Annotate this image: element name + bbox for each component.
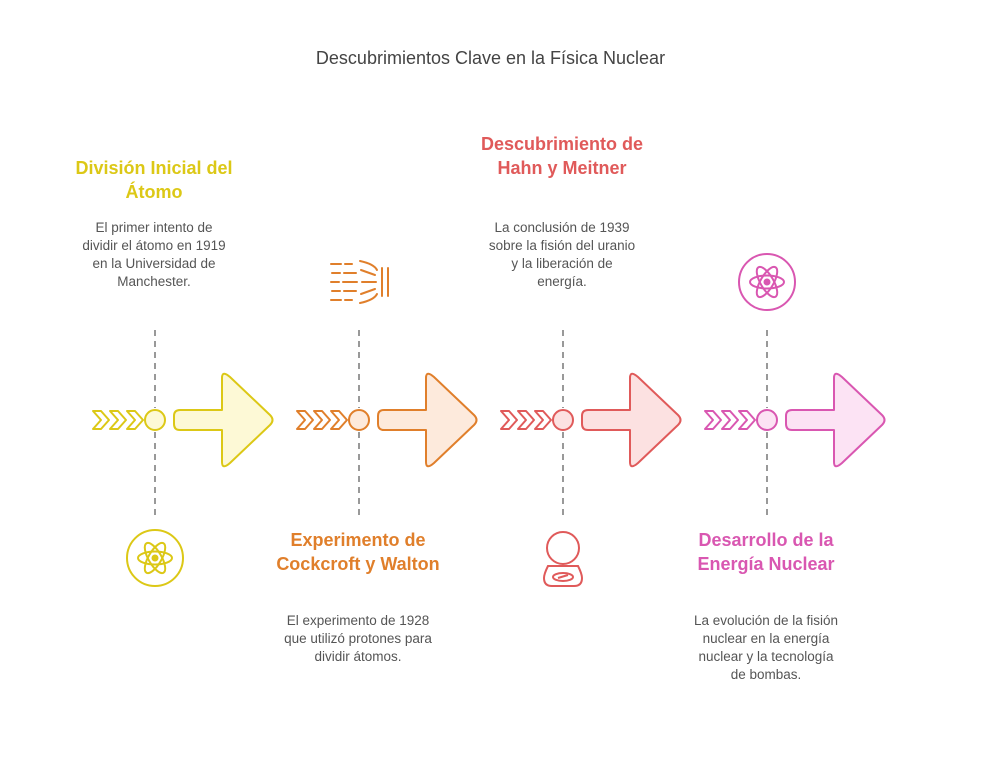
scientist-bust-icon <box>542 531 584 587</box>
step-1-heading: División Inicial del Átomo <box>75 158 233 202</box>
step-3-heading: Descubrimiento de Hahn y Meitner <box>480 134 644 178</box>
step-2-heading: Experimento de Cockcroft y Walton <box>276 530 440 574</box>
atom-icon <box>738 253 796 311</box>
step-1-group <box>92 330 274 587</box>
step-4-chevrons <box>704 410 756 430</box>
step-3-marker <box>552 409 574 431</box>
step-4-marker <box>756 409 778 431</box>
step-2-arrow <box>377 372 478 468</box>
step-3-chevrons <box>500 410 552 430</box>
diagram-title: Descubrimientos Clave en la Física Nucle… <box>315 48 666 68</box>
particle-beam-icon <box>330 260 389 304</box>
step-2-description: El experimento de 1928 que utilizó proto… <box>284 613 432 664</box>
step-3-group <box>500 330 682 587</box>
step-2-marker <box>348 409 370 431</box>
step-1-chevrons <box>92 410 144 430</box>
step-1-marker <box>144 409 166 431</box>
step-2-group <box>296 260 478 515</box>
step-3-arrow <box>581 372 682 468</box>
step-4-description: La evolución de la fisión nuclear en la … <box>693 613 839 682</box>
step-4-group <box>704 253 886 515</box>
step-1-description: El primer intento de dividir el átomo en… <box>82 220 226 289</box>
atom-icon <box>126 529 184 587</box>
step-2-chevrons <box>296 410 348 430</box>
step-3-description: La conclusión de 1939 sobre la fisión de… <box>488 220 636 289</box>
step-4-arrow <box>785 372 886 468</box>
step-1-arrow <box>173 372 274 468</box>
step-4-heading: Desarrollo de la Energía Nuclear <box>697 530 835 574</box>
